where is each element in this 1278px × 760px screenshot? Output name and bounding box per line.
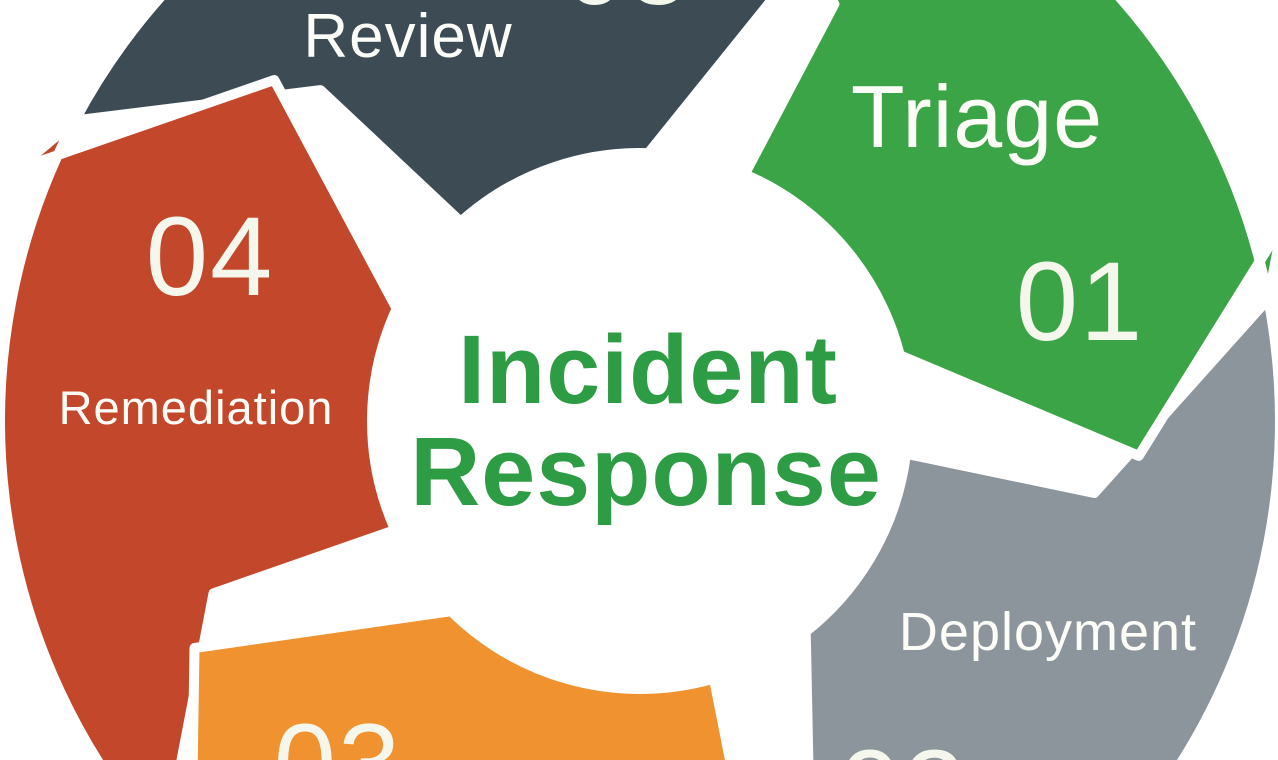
arrow-deployment: [788, 293, 1278, 760]
deployment-number: 02: [839, 727, 968, 760]
center-title-line2: Response: [410, 417, 882, 526]
center-title-line1: Incident: [458, 315, 838, 424]
arrow-remediation: [0, 75, 412, 760]
triage-label: Triage: [851, 67, 1103, 166]
arrow-review: [69, 0, 779, 227]
remediation-label: Remediation: [59, 381, 334, 434]
step-03-number: 03: [274, 701, 403, 760]
deployment-label: Deployment: [899, 602, 1197, 662]
arrow-step-03: [187, 595, 736, 760]
remediation-number: 04: [146, 194, 275, 319]
arrow-triage: [739, 0, 1278, 461]
review-label: Review: [303, 2, 512, 71]
triage-number: 01: [1016, 239, 1145, 364]
review-number: 05: [564, 0, 693, 28]
